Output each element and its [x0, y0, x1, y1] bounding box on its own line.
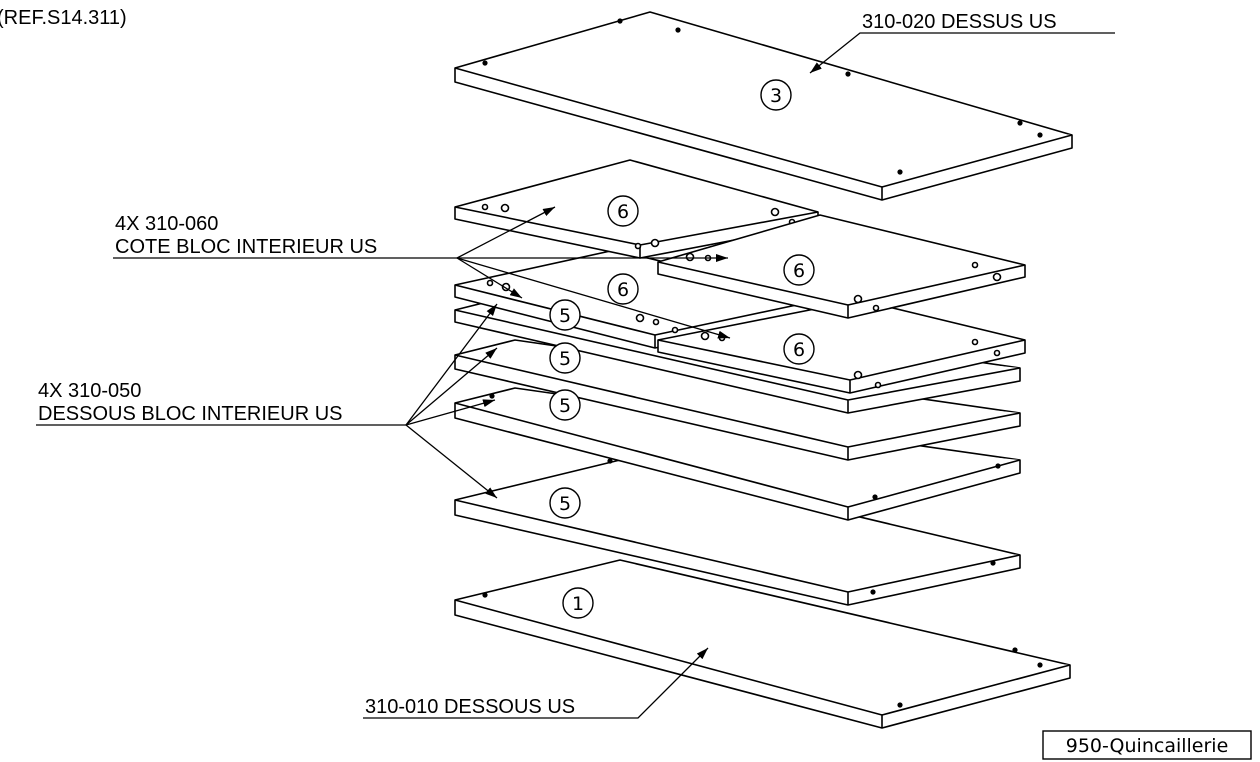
balloon-side-d: 6 — [793, 339, 805, 361]
balloon-inner-c: 5 — [559, 395, 571, 417]
balloon-inner-d: 5 — [559, 493, 571, 515]
balloon-bottom: 1 — [572, 593, 584, 615]
leader-cote-4 — [456, 257, 731, 339]
balloon-inner-b: 5 — [559, 348, 571, 370]
balloon-circle-inner-a — [549, 299, 581, 331]
leader-dessous-3 — [405, 399, 496, 426]
label-top-plate: 310-020 DESSUS US — [862, 11, 1057, 33]
plate-inner-5b — [454, 339, 1021, 461]
balloon-circle-side-a — [607, 195, 639, 227]
label-dessous-qty: 4X 310-050 — [38, 380, 141, 402]
balloon-side-a: 6 — [617, 201, 629, 223]
leader-dessous-4 — [405, 424, 498, 499]
leader-top — [809, 32, 1115, 74]
balloon-circle-inner-c — [549, 389, 581, 421]
balloon-circle-side-d — [783, 333, 815, 365]
plate-top — [454, 11, 1073, 201]
leader-cote-3 — [456, 257, 523, 299]
balloon-circle-inner-d — [549, 487, 581, 519]
balloon-circle-top — [760, 79, 792, 111]
balloon-circle-bottom — [562, 587, 594, 619]
plate-bottom — [454, 559, 1071, 729]
balloon-circle-side-c — [783, 254, 815, 286]
label-cote-name: COTE BLOC INTERIEUR US — [115, 236, 377, 258]
balloon-inner-a: 5 — [559, 305, 571, 327]
stamp-text: 950-Quincaillerie — [1066, 735, 1229, 757]
plate-inner-5c — [454, 387, 1021, 521]
plate-side-6c — [657, 214, 1026, 319]
balloon-side-b: 6 — [617, 279, 629, 301]
leader-bottom — [363, 647, 709, 719]
balloon-side-c: 6 — [793, 260, 805, 282]
balloon-circle-side-b — [607, 273, 639, 305]
balloon-circle-inner-b — [549, 342, 581, 374]
label-bottom-plate: 310-010 DESSOUS US — [365, 696, 575, 718]
stamp-box — [1042, 730, 1252, 760]
leader-cote-1 — [456, 206, 556, 259]
leader-dessous-1 — [405, 303, 498, 426]
ref-text: (REF.S14.311) — [0, 7, 127, 29]
label-cote-qty: 4X 310-060 — [115, 213, 218, 235]
balloon-top: 3 — [770, 85, 782, 107]
leader-dessous-2 — [405, 347, 498, 426]
label-dessous-name: DESSOUS BLOC INTERIEUR US — [38, 403, 343, 425]
